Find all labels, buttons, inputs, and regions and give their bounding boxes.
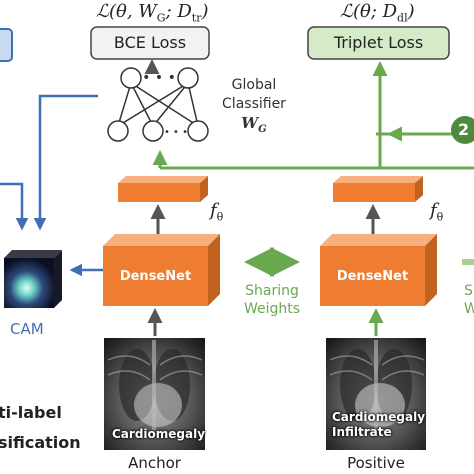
positive-finding-2: Infiltrate <box>332 425 392 439</box>
anchor-xray-image <box>104 338 205 450</box>
svg-text:• • •: • • • <box>142 70 176 86</box>
classifier-line1: Global <box>231 77 277 93</box>
densenet-block-positive <box>320 234 437 306</box>
left-partial-box <box>0 28 13 62</box>
anchor-finding: Cardiomegaly <box>112 427 206 441</box>
global-classifier-label: Global Classifier WG <box>220 76 288 139</box>
green-feature-lines <box>152 61 474 170</box>
feature-label-anchor: fθ <box>210 200 224 224</box>
densenet-block-anchor <box>103 234 220 306</box>
classifier-line2: Classifier <box>222 96 286 112</box>
left-partial-line2: sification <box>0 433 81 452</box>
classifier-weight: WG <box>241 114 267 135</box>
bce-loss-label: BCE Loss <box>113 33 187 52</box>
global-classifier-network: • • • • • • <box>107 67 209 142</box>
feature-label-positive: fθ <box>430 200 444 224</box>
svg-text:• • •: • • • <box>164 127 188 138</box>
right-partial-line2: W <box>464 301 474 317</box>
sharing-line2: Weights <box>243 301 301 317</box>
densenet-label-anchor: DenseNet <box>119 269 192 284</box>
sharing-weights-label: Sharing Weights <box>236 282 308 318</box>
triplet-loss-label: Triplet Loss <box>333 33 424 52</box>
triplet-loss-formula: ℒ(θ; Ddl) <box>340 1 415 25</box>
cam-label: CAM <box>10 320 44 338</box>
right-partial-label: S W <box>464 282 474 318</box>
bce-loss-formula: ℒ(θ, WG; Dtr) <box>96 1 209 25</box>
positive-finding-1: Cardiomegaly <box>332 410 426 424</box>
positive-xray-image <box>326 338 426 450</box>
densenet-label-positive: DenseNet <box>336 269 409 284</box>
anchor-caption: Anchor <box>128 454 181 472</box>
triplet-loss-box <box>307 26 450 60</box>
step-badge: 2 <box>458 120 470 139</box>
right-partial-line1: S <box>464 283 473 299</box>
left-partial-line1: ti-label <box>0 403 62 422</box>
cam-heatmap <box>4 250 62 308</box>
feature-block-anchor <box>118 176 208 202</box>
positive-caption: Positive <box>347 454 405 472</box>
blue-feedback-arrows <box>0 94 104 277</box>
feature-block-positive <box>333 176 423 202</box>
sharing-line1: Sharing <box>245 283 299 299</box>
left-partial-label: ti-label sification <box>0 398 81 458</box>
step-badge-circle <box>451 116 474 144</box>
